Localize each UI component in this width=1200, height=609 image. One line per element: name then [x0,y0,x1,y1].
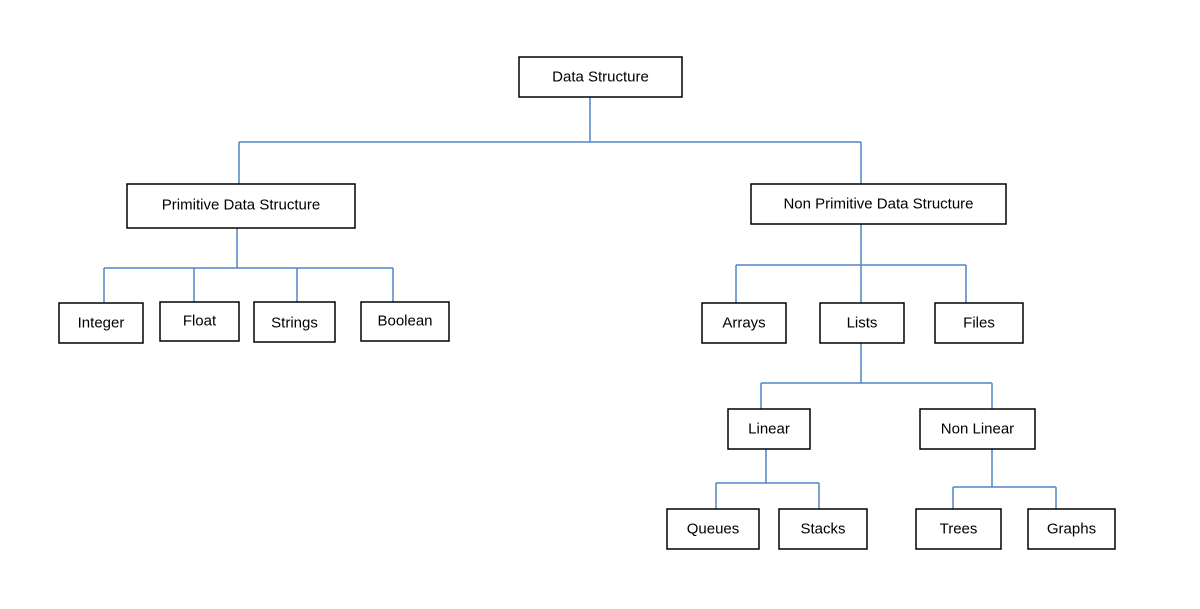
node-boolean: Boolean [360,301,450,342]
node-label: Boolean [377,313,432,330]
node-stacks: Stacks [778,508,868,550]
node-linear: Linear [727,408,811,450]
node-non-primitive-data-structure: Non Primitive Data Structure [750,183,1007,225]
node-label: Files [963,315,995,332]
node-label: Data Structure [552,69,649,86]
node-label: Graphs [1047,521,1096,538]
node-label: Non Primitive Data Structure [783,196,973,213]
node-label: Lists [847,315,878,332]
node-label: Arrays [722,315,765,332]
node-lists: Lists [819,302,905,344]
node-queues: Queues [666,508,760,550]
node-label: Linear [748,421,790,438]
node-label: Stacks [800,521,845,538]
node-primitive-data-structure: Primitive Data Structure [126,183,356,229]
node-graphs: Graphs [1027,508,1116,550]
node-label: Integer [78,315,125,332]
node-label: Primitive Data Structure [162,197,320,214]
node-label: Trees [940,521,978,538]
node-label: Float [183,313,217,330]
node-arrays: Arrays [701,302,787,344]
node-integer: Integer [58,302,144,344]
node-label: Non Linear [941,421,1014,438]
node-float: Float [159,301,240,342]
node-non-linear: Non Linear [919,408,1036,450]
node-label: Queues [687,521,740,538]
node-label: Strings [271,315,318,332]
connectors [103,97,1057,509]
node-trees: Trees [915,508,1002,550]
node-strings: Strings [253,301,336,343]
node-files: Files [934,302,1024,344]
node-data-structure: Data Structure [518,56,683,98]
